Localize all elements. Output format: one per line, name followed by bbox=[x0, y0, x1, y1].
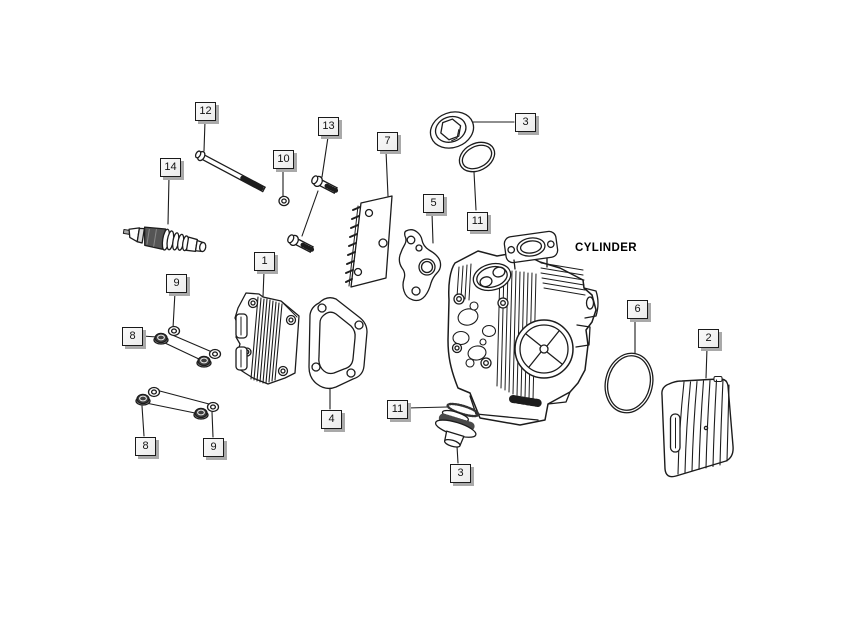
callout-12[interactable]: 12 bbox=[195, 102, 216, 121]
part-spark-plug bbox=[122, 226, 207, 253]
cylinder-text-label: CYLINDER bbox=[575, 242, 637, 254]
callout-8-lower[interactable]: 8 bbox=[135, 437, 156, 456]
washer bbox=[147, 386, 161, 398]
leader-13-chain bbox=[301, 190, 319, 237]
leader-5 bbox=[431, 212, 434, 244]
leader-11-top bbox=[473, 171, 477, 211]
callout-5[interactable]: 5 bbox=[423, 194, 444, 213]
part-oring-top bbox=[458, 141, 496, 173]
callout-4[interactable]: 4 bbox=[321, 410, 342, 429]
callout-1[interactable]: 1 bbox=[254, 252, 275, 271]
part-head-gasket bbox=[308, 297, 368, 390]
part-cylinder-head bbox=[447, 230, 599, 426]
washer bbox=[206, 401, 220, 413]
callout-2[interactable]: 2 bbox=[698, 329, 719, 348]
part-stud-bolt bbox=[194, 150, 266, 193]
leader-2 bbox=[705, 347, 708, 379]
callout-9-upper[interactable]: 9 bbox=[166, 274, 187, 293]
callout-7[interactable]: 7 bbox=[377, 132, 398, 151]
part-finned-cover bbox=[661, 376, 734, 478]
part-nuts-washers-lower bbox=[135, 386, 220, 420]
leader-7 bbox=[385, 150, 389, 197]
leader-13 bbox=[321, 136, 329, 178]
callout-3-bottom[interactable]: 3 bbox=[450, 464, 471, 483]
callout-13[interactable]: 13 bbox=[318, 117, 339, 136]
leader-9-upper bbox=[172, 291, 176, 329]
link-lower-1 bbox=[155, 389, 210, 405]
callout-9-lower[interactable]: 9 bbox=[203, 438, 224, 457]
nut bbox=[153, 332, 169, 345]
part-small-washer bbox=[278, 195, 290, 207]
washer bbox=[167, 325, 181, 337]
leader-3-bottom bbox=[456, 445, 459, 464]
part-flange-bolts bbox=[287, 175, 339, 253]
leader-11-bottom bbox=[406, 406, 448, 409]
part-nuts-washers-upper bbox=[153, 325, 222, 368]
leader-8-lower bbox=[141, 405, 145, 437]
link-upper-1 bbox=[169, 333, 213, 353]
part-cap-bottom bbox=[434, 409, 477, 448]
part-side-plate bbox=[345, 195, 393, 288]
callout-10[interactable]: 10 bbox=[273, 150, 294, 169]
leader-lines bbox=[141, 120, 708, 464]
callout-11-bottom[interactable]: 11 bbox=[387, 400, 408, 419]
leader-8-upper bbox=[141, 335, 158, 338]
link-lower-2 bbox=[145, 402, 196, 414]
leader-12 bbox=[203, 120, 206, 152]
callout-6[interactable]: 6 bbox=[627, 300, 648, 319]
part-oring-large bbox=[604, 352, 654, 414]
callout-14[interactable]: 14 bbox=[160, 158, 181, 177]
callout-11-top[interactable]: 11 bbox=[467, 212, 488, 231]
nut bbox=[135, 393, 151, 406]
nut bbox=[193, 407, 209, 420]
part-small-gasket bbox=[398, 229, 442, 302]
part-head-cover bbox=[234, 292, 300, 385]
callout-8-upper[interactable]: 8 bbox=[122, 327, 143, 346]
nut bbox=[196, 355, 212, 368]
callout-3-top[interactable]: 3 bbox=[515, 113, 536, 132]
leader-14 bbox=[167, 176, 170, 225]
washer bbox=[208, 348, 222, 360]
link-upper-2 bbox=[164, 342, 202, 361]
leader-9-lower bbox=[211, 411, 214, 438]
part-cap-top bbox=[429, 111, 475, 149]
leader-1 bbox=[262, 270, 265, 298]
